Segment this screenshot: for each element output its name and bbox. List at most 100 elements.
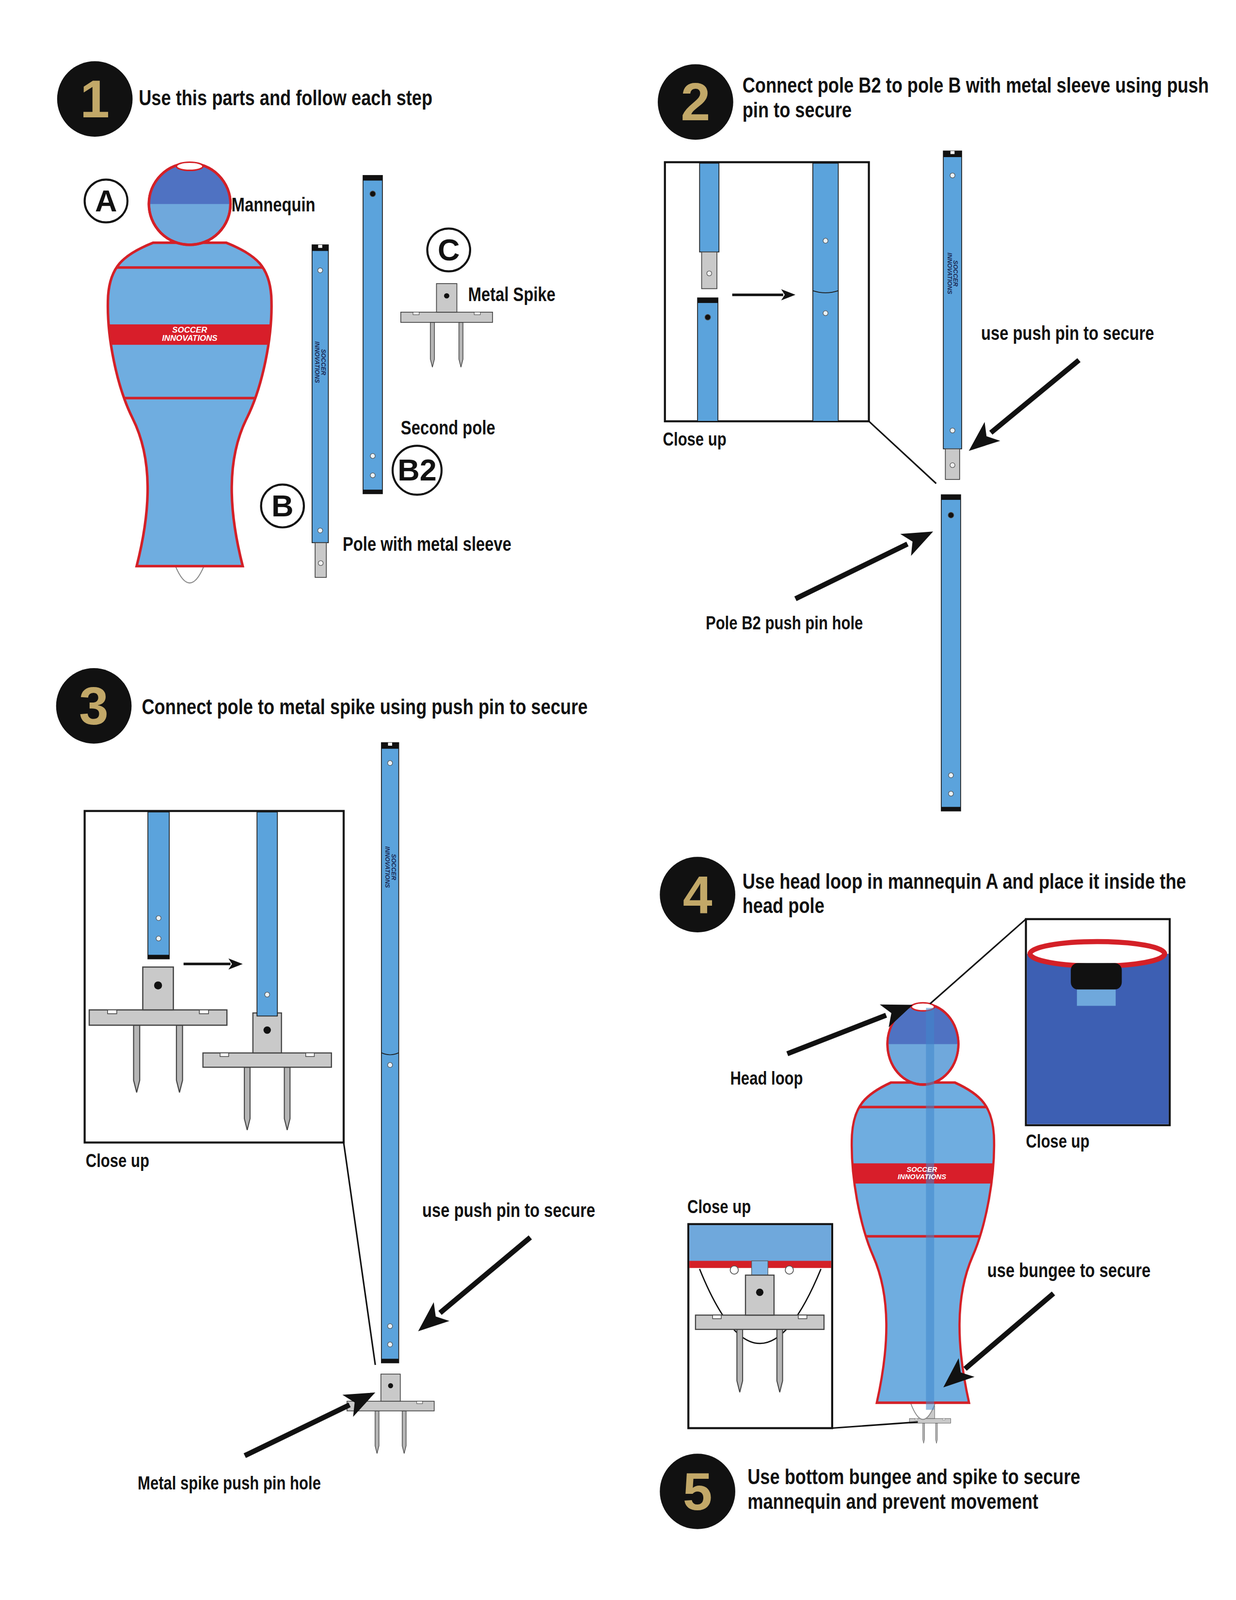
push-pin-hole (756, 1288, 764, 1296)
brand-logo: SOCCER INNOVATIONS (157, 326, 223, 343)
step-number-circle: 3 (56, 667, 132, 744)
push-pin-hole (154, 981, 162, 989)
pointer-line (440, 1236, 531, 1313)
pole-body (363, 175, 383, 494)
close-up-label: Close up (1026, 1130, 1090, 1153)
head-loop (176, 162, 204, 171)
spike-prong (133, 1024, 141, 1093)
pole-notch (950, 150, 955, 154)
metal-sleeve (701, 252, 718, 289)
head-loop (1030, 941, 1165, 966)
logo-band (97, 324, 282, 345)
callout-note: Pole B2 push pin hole (705, 612, 863, 634)
spike-prong (922, 1422, 925, 1443)
plate-notch (712, 1314, 722, 1318)
plate-notch (416, 1400, 423, 1404)
spike-plate (695, 1314, 824, 1329)
pole-cap (363, 175, 383, 181)
part-letter: B2 (397, 454, 437, 486)
step-instruction: Connect pole to metal spike using push p… (141, 694, 588, 720)
part-letter-circle: C (426, 227, 472, 273)
pole-cap (943, 150, 962, 158)
part-letter-circle: B2 (391, 444, 443, 496)
spike-prong (244, 1066, 251, 1130)
step-instruction: Use head loop in mannequin A and place i… (742, 869, 1190, 919)
spike-prong (459, 322, 463, 368)
plate-notch (220, 1052, 229, 1057)
pole-hole (948, 791, 954, 796)
pole-hole (156, 915, 161, 921)
pointer-head (781, 288, 796, 301)
pole-body (941, 494, 961, 811)
pole-hole (317, 527, 323, 533)
pole-end (751, 1260, 769, 1275)
pointer-head (418, 1301, 450, 1332)
callout-note: use push pin to secure (981, 322, 1155, 345)
pole-hole (370, 453, 376, 459)
pole-body (699, 163, 719, 253)
mannequin-outline (851, 1082, 995, 1403)
plate-notch (915, 1418, 919, 1420)
part-name: Pole with metal sleeve (342, 533, 512, 556)
pole-cap (697, 297, 718, 303)
pointer-head (342, 1392, 376, 1417)
sleeve-hole (950, 462, 955, 468)
pole-body (256, 811, 278, 1016)
mannequin-outline (108, 242, 272, 567)
spike-block (745, 1274, 775, 1315)
pointer-line (990, 360, 1079, 433)
spike-prong (176, 1024, 183, 1093)
head-fabric (1027, 953, 1169, 1124)
pole-cap (941, 806, 961, 811)
part-name: Metal Spike (468, 283, 556, 306)
step-instruction: Use this parts and follow each step (138, 85, 433, 111)
leader-line (832, 1421, 919, 1428)
plate-notch (412, 312, 420, 315)
metal-sleeve (945, 448, 960, 480)
pole-body (312, 244, 329, 543)
step-number: 2 (680, 75, 711, 129)
spike-prong (284, 1066, 291, 1130)
push-pin-hole (369, 190, 376, 197)
bungee-eyelet (729, 1265, 739, 1274)
spike-plate (89, 1009, 227, 1026)
push-pin-hole (704, 314, 711, 320)
mannequin-body (108, 242, 272, 567)
pole-hole (387, 1323, 393, 1329)
spike-prong (776, 1329, 783, 1393)
spike-block (436, 283, 457, 313)
pointer-head (968, 421, 1001, 451)
pointer-line (732, 293, 784, 296)
pole (699, 163, 719, 253)
push-pin-hole (388, 1382, 394, 1388)
pole-hole (823, 310, 828, 316)
pole-body (812, 163, 839, 422)
step-number-circle: 5 (659, 1453, 736, 1529)
close-up-label: Close up (687, 1196, 751, 1218)
leader-line (343, 1141, 376, 1365)
brand-logo: SOCCER INNOVATIONS (893, 1165, 951, 1180)
mannequin-body (851, 1082, 995, 1403)
part-letter-circle: B (260, 483, 306, 529)
spike-block (253, 1012, 282, 1053)
close-up-frame (688, 1223, 833, 1428)
pole-cap (381, 742, 399, 749)
pole-hole (387, 1341, 393, 1347)
step-number: 4 (682, 867, 713, 921)
brand-logo: SOCCER INNOVATIONS (946, 247, 959, 299)
pointer-line (965, 1293, 1054, 1369)
spike-prong (375, 1410, 380, 1454)
bottom-loop (175, 566, 205, 584)
push-pin-hole (948, 512, 954, 519)
plate-notch (798, 1314, 808, 1318)
close-up-label: Close up (663, 429, 727, 451)
pointer-head (943, 1357, 975, 1387)
pointer-line (795, 543, 908, 599)
step-number: 5 (682, 1464, 713, 1518)
spike-plate (203, 1052, 332, 1067)
pole-hole (264, 991, 270, 997)
pole-cap (147, 954, 170, 959)
callout-note: Head loop (729, 1067, 803, 1090)
pole-hole (950, 173, 955, 178)
